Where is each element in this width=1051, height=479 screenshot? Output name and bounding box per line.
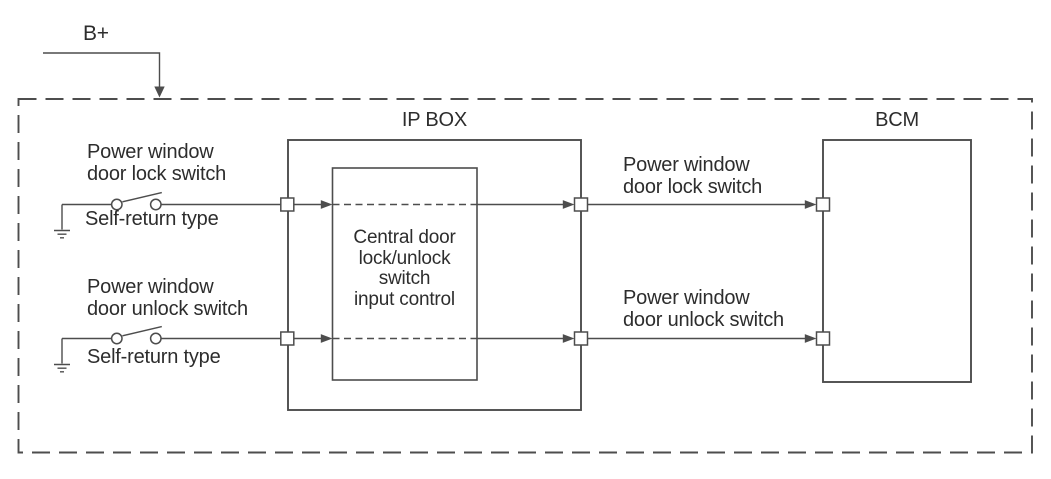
arrow-right-icon bbox=[562, 334, 575, 343]
ground-icon bbox=[54, 204, 70, 239]
connector-pin bbox=[280, 197, 295, 212]
arrow-right-icon bbox=[320, 200, 333, 209]
arrow-right-icon bbox=[562, 200, 575, 209]
arrow-right-icon bbox=[804, 334, 817, 343]
connector-pin bbox=[573, 331, 589, 346]
lock-switch-circuit bbox=[54, 191, 831, 239]
switch-icon bbox=[110, 191, 162, 211]
arrow-right-icon bbox=[320, 334, 333, 343]
ip-box-label: IP BOX bbox=[401, 109, 468, 131]
controller-label: Central door lock/unlock switch input co… bbox=[353, 227, 456, 310]
lock-signal-label: Power window door lock switch bbox=[623, 154, 763, 198]
unlock-signal-label: Power window door unlock switch bbox=[623, 287, 784, 331]
unlock-switch-label: Power window door unlock switch bbox=[87, 276, 248, 320]
lock-switch-label: Power window door lock switch bbox=[87, 141, 227, 185]
bcm-label: BCM bbox=[875, 109, 919, 131]
bcm-rect bbox=[822, 139, 972, 383]
connector-pin bbox=[573, 197, 589, 212]
dashed-boundary bbox=[17, 98, 1033, 454]
controller-box-rect bbox=[331, 167, 478, 381]
connector-pin bbox=[280, 331, 295, 346]
connector-pin bbox=[815, 197, 831, 212]
ip-box-rect bbox=[287, 139, 582, 411]
b-plus-feed bbox=[43, 52, 165, 98]
arrow-right-icon bbox=[804, 200, 817, 209]
arrow-down-icon bbox=[154, 86, 165, 98]
lock-switch-type-label: Self-return type bbox=[85, 208, 219, 230]
switch-icon bbox=[110, 325, 162, 345]
b-plus-wire bbox=[43, 52, 161, 88]
unlock-switch-type-label: Self-return type bbox=[87, 346, 221, 368]
connector-pin bbox=[815, 331, 831, 346]
b-plus-label: B+ bbox=[83, 22, 109, 45]
unlock-switch-circuit bbox=[54, 325, 831, 373]
ground-icon bbox=[54, 338, 70, 373]
